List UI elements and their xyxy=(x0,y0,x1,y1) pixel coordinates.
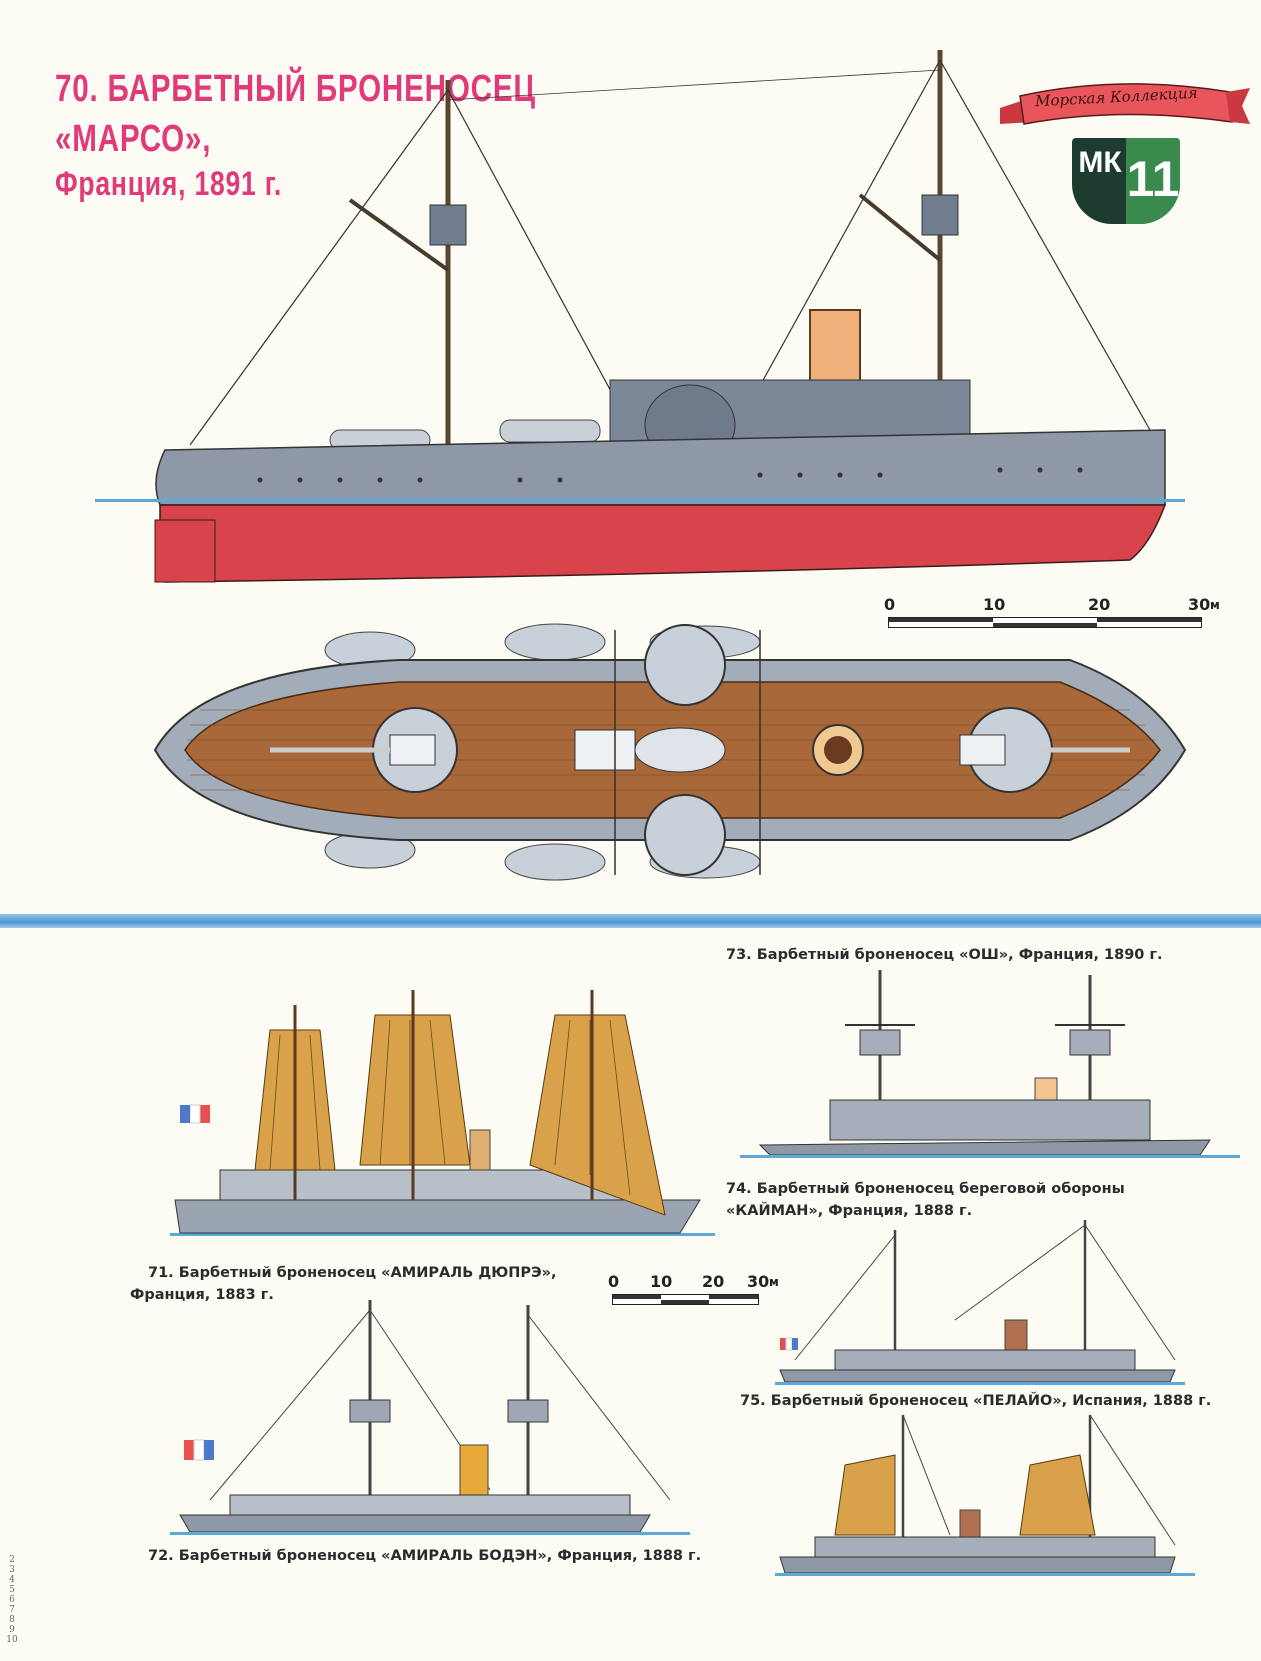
caption-71-line2: Франция, 1883 г. xyxy=(130,1287,274,1303)
magazine-logo: Морская Коллекция МК 11 xyxy=(1000,78,1250,228)
scale-label: 30 xyxy=(1188,595,1211,614)
ship-deck-plan-illustration xyxy=(153,623,1187,881)
logo-letters: МК xyxy=(1078,146,1122,179)
ship-74-illustration xyxy=(775,1220,1185,1385)
margin-number: 4 xyxy=(9,1575,15,1585)
small-scale-bar: 0 10 20 30 м xyxy=(608,1272,792,1305)
scale-label: 10 xyxy=(650,1272,673,1291)
margin-number: 10 xyxy=(6,1635,18,1645)
scale-unit: м xyxy=(1210,598,1220,612)
scale-label: 10 xyxy=(983,595,1006,614)
ribbon-icon xyxy=(1000,83,1250,125)
section-divider xyxy=(0,914,1261,928)
margin-number: 3 xyxy=(9,1565,15,1575)
shield-icon: МК 11 xyxy=(1072,138,1180,224)
ship-country-year: Франция, 1891 г. xyxy=(55,165,283,203)
scale-label: 0 xyxy=(608,1272,620,1291)
caption-72: 72. Барбетный броненосец «АМИРАЛЬ БОДЭН»… xyxy=(148,1548,702,1564)
margin-number: 7 xyxy=(9,1605,15,1615)
caption-71-line1: 71. Барбетный броненосец «АМИРАЛЬ ДЮПРЭ»… xyxy=(148,1265,557,1281)
ship-71-illustration xyxy=(160,975,720,1265)
issue-number: 11 xyxy=(1126,151,1180,207)
ship-73-illustration xyxy=(740,970,1240,1170)
caption-75: 75. Барбетный броненосец «ПЕЛАЙО», Испан… xyxy=(740,1393,1212,1409)
margin-number: 8 xyxy=(9,1615,15,1625)
margin-number-column: 2 3 4 5 6 7 8 9 10 xyxy=(6,1555,18,1645)
scale-label: 30 xyxy=(747,1272,770,1291)
marceau-side-view xyxy=(0,0,1261,600)
caption-73: 73. Барбетный броненосец «ОШ», Франция, … xyxy=(726,947,1163,963)
main-scale-bar: 0 10 20 30 м xyxy=(884,595,1220,628)
caption-74-line2: «КАЙМАН», Франция, 1888 г. xyxy=(726,1203,973,1219)
ship-75-illustration xyxy=(775,1414,1195,1580)
margin-number: 5 xyxy=(9,1585,15,1595)
margin-number: 2 xyxy=(9,1555,15,1565)
scale-unit: м xyxy=(769,1275,779,1289)
ship-name-title: «МАРСО», xyxy=(55,118,212,160)
caption-74-line1: 74. Барбетный броненосец береговой оборо… xyxy=(726,1181,1125,1197)
scale-label: 0 xyxy=(884,595,896,614)
ship-72-illustration xyxy=(170,1300,690,1540)
marceau-top-view xyxy=(0,600,1261,910)
ship-side-illustration xyxy=(95,50,1185,583)
margin-number: 6 xyxy=(9,1595,15,1605)
scale-label: 20 xyxy=(1088,595,1111,614)
scale-label: 20 xyxy=(702,1272,725,1291)
margin-number: 9 xyxy=(9,1625,15,1635)
